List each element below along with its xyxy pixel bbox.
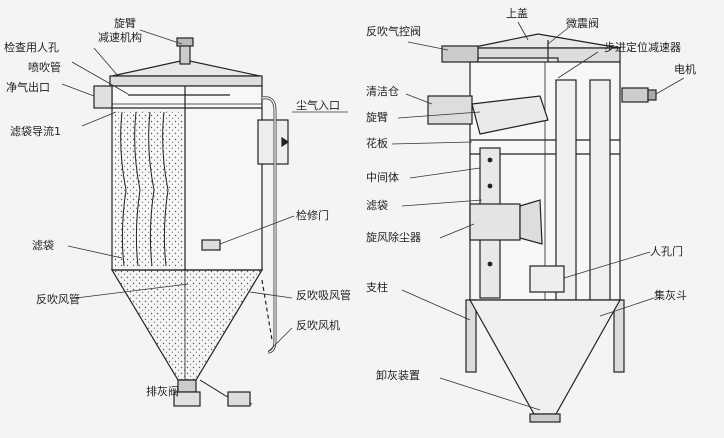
right-collector bbox=[427, 33, 657, 423]
label-access-door: 检修门 bbox=[296, 209, 329, 222]
label-inspection-manhole: 检查用人孔 bbox=[4, 41, 59, 54]
label-ash-valve: 排灰阀 bbox=[146, 385, 179, 398]
label-manhole-door: 人孔门 bbox=[650, 245, 683, 258]
label-top-cover: 上盖 bbox=[506, 7, 528, 20]
label-vibration-valve: 微震阀 bbox=[566, 17, 599, 30]
label-motor: 电机 bbox=[674, 63, 696, 76]
label-cyclone: 旋风除尘器 bbox=[366, 231, 421, 244]
label-stepper-reducer: 步进定位减速器 bbox=[604, 41, 681, 54]
label-blow-pipe: 喷吹管 bbox=[28, 61, 61, 74]
label-filter-bag-left: 滤袋 bbox=[32, 239, 54, 252]
label-discharge: 卸灰装置 bbox=[376, 369, 420, 382]
label-hopper: 集灰斗 bbox=[654, 289, 687, 302]
label-reducer: 减速机构 bbox=[98, 31, 142, 44]
label-pillar: 支柱 bbox=[366, 281, 388, 294]
label-clean-chamber: 清洁仓 bbox=[366, 85, 399, 98]
label-middle-body: 中间体 bbox=[366, 171, 399, 184]
right-leader-lines bbox=[391, 21, 685, 411]
label-reverse-pipe: 反吹风管 bbox=[36, 293, 80, 306]
label-filter-bag-right: 滤袋 bbox=[366, 199, 388, 212]
label-rotary-arm-right: 旋臂 bbox=[366, 111, 388, 124]
label-clean-outlet: 净气出口 bbox=[6, 81, 50, 94]
label-flower-plate: 花板 bbox=[366, 137, 388, 150]
left-collector bbox=[93, 37, 290, 407]
label-rotary-arm-left: 旋臂 bbox=[114, 17, 136, 30]
label-control-valve: 反吹气控阀 bbox=[366, 25, 421, 38]
label-bag-guide: 滤袋导流1 bbox=[10, 125, 61, 138]
label-dust-inlet: 尘气入口 bbox=[296, 99, 340, 112]
label-reverse-fan: 反吹风机 bbox=[296, 319, 340, 332]
left-leader-lines bbox=[61, 29, 348, 353]
label-suction-pipe: 反吹吸风管 bbox=[296, 289, 351, 302]
